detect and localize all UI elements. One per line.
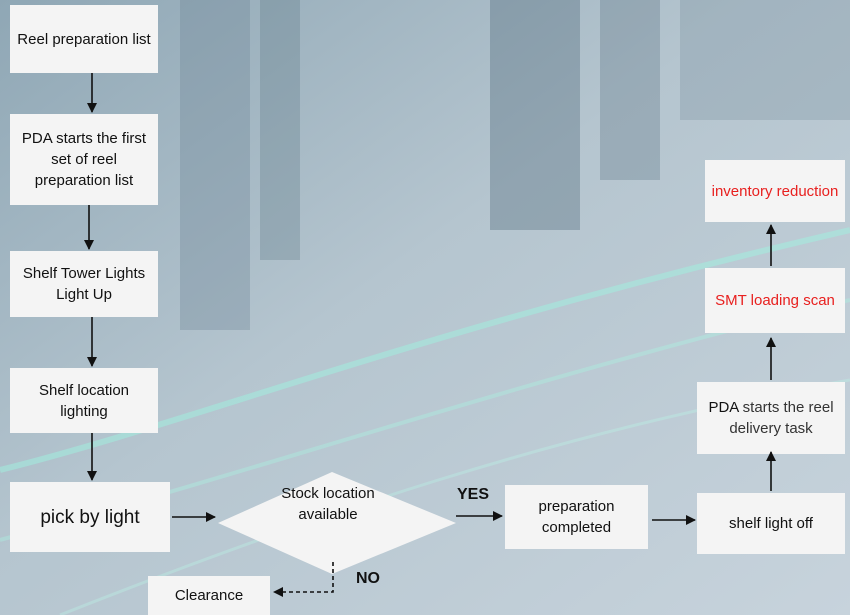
- node-inventory-reduction: inventory reduction: [705, 160, 845, 222]
- node-reel-preparation-list: Reel preparation list: [10, 5, 158, 73]
- node-smt-loading-scan-label: SMT loading scan: [715, 292, 835, 309]
- node-pda-reel-delivery: PDA starts the reel delivery task: [697, 382, 845, 454]
- node-pick-by-light: pick by light: [10, 482, 170, 552]
- node-pda-starts-preparation: PDA starts the first set of reel prepara…: [10, 114, 158, 205]
- node-pda-starts-preparation-label: PDA starts the first set of reel prepara…: [21, 130, 147, 189]
- decision-label: Stock location available: [281, 485, 375, 523]
- node-preparation-completed-label: preparation completed: [538, 498, 615, 536]
- node-pda-reel-delivery-rest: starts the reel delivery task: [729, 399, 834, 437]
- decision-diamond: [218, 472, 456, 574]
- edge-label-yes: YES: [457, 486, 490, 503]
- node-inventory-reduction-label: inventory reduction: [711, 182, 839, 200]
- node-pda-reel-delivery-prefix: PDA: [708, 399, 739, 416]
- edge-label-no: NO: [356, 570, 380, 587]
- node-shelf-light-off-label: shelf light off: [729, 515, 813, 532]
- node-reel-preparation-list-label: Reel preparation list: [17, 30, 151, 48]
- node-pda-reel-delivery-label: PDA starts the reel delivery task: [701, 397, 841, 439]
- arrow-decision-to-clearance: [273, 562, 334, 597]
- node-shelf-tower-lights: Shelf Tower Lights Light Up: [10, 251, 158, 317]
- node-shelf-light-off: shelf light off: [697, 493, 845, 554]
- node-shelf-location-lighting-label: Shelf location lighting: [38, 381, 130, 420]
- node-smt-loading-scan: SMT loading scan: [705, 268, 845, 333]
- node-pick-by-light-label: pick by light: [40, 506, 140, 528]
- node-clearance-label: Clearance: [174, 587, 244, 604]
- node-shelf-tower-lights-label: Shelf Tower Lights Light Up: [22, 265, 146, 303]
- node-clearance: Clearance: [148, 576, 270, 615]
- node-preparation-completed: preparation completed: [505, 485, 648, 549]
- node-shelf-location-lighting: Shelf location lighting: [10, 368, 158, 433]
